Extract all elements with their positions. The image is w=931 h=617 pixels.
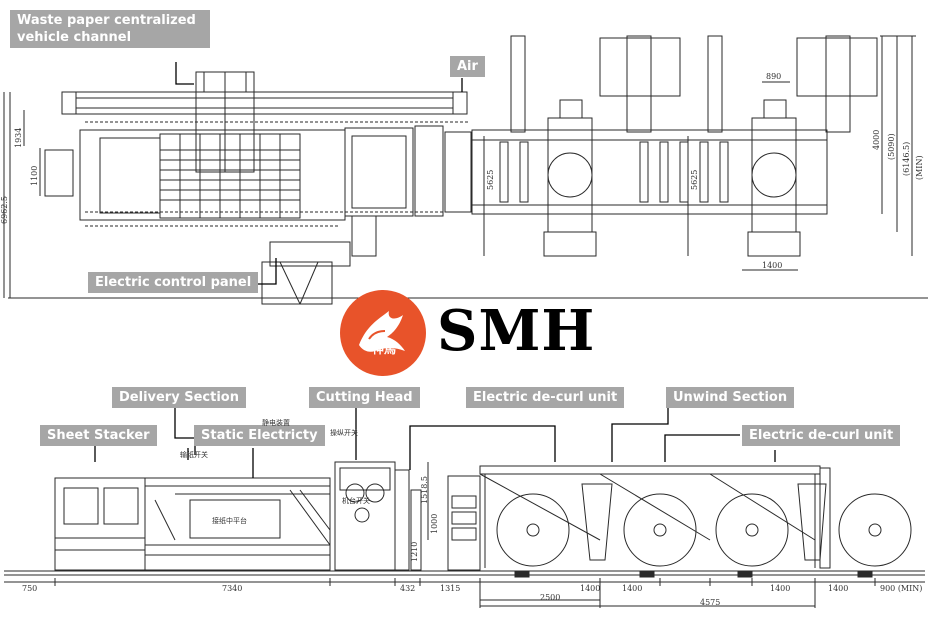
callout-sheet-stacker: Sheet Stacker xyxy=(40,425,157,446)
dim-1000: 1000 xyxy=(430,513,439,534)
dim-5090: (5090) xyxy=(887,133,896,160)
elevation-view xyxy=(4,461,925,608)
dim-890: 890 xyxy=(766,72,782,81)
callout-delivery-section: Delivery Section xyxy=(112,387,246,408)
dim-5625-b: 5625 xyxy=(690,169,699,190)
dim-2500: 2500 xyxy=(540,593,561,602)
dim-1934: 1934 xyxy=(14,127,23,148)
dim-750: 750 xyxy=(22,584,38,593)
dim-min: (MIN) xyxy=(915,155,924,180)
callout-electric-control-panel: Electric control panel xyxy=(88,272,259,293)
dim-1210: 1210 xyxy=(410,541,419,562)
logo-caption: 神馬 xyxy=(372,342,397,356)
dim-1100: 1100 xyxy=(30,165,39,186)
dim-5625-a: 5625 xyxy=(486,169,495,190)
label-feed-switch: 输纸开关 xyxy=(180,451,208,459)
smh-logo-icon xyxy=(340,290,426,376)
dim-1315: 1315 xyxy=(440,584,461,593)
brand-name: SMH xyxy=(437,298,596,364)
label-machine-switch: 机台开关 xyxy=(342,497,370,505)
dim-1518: 1518.5 xyxy=(420,476,429,504)
leader-lines xyxy=(94,62,776,478)
dim-1400-c: 1400 xyxy=(770,584,791,593)
callout-air: Air xyxy=(450,56,485,77)
callout-cutting-head: Cutting Head xyxy=(309,387,420,408)
label-platform: 接纸中平台 xyxy=(212,517,247,525)
dim-1400-plan: 1400 xyxy=(762,261,783,270)
dim-432: 432 xyxy=(400,584,416,593)
dim-6146: (6146.5) xyxy=(902,141,911,176)
dim-7340: 7340 xyxy=(222,584,243,593)
dim-1400-a: 1400 xyxy=(580,584,601,593)
dim-900-min: 900 (MIN) xyxy=(880,584,923,593)
dim-1400-b: 1400 xyxy=(622,584,643,593)
callout-static-electricity: Static Electricty xyxy=(194,425,325,446)
callout-electric-decurl-unit-right: Electric de-curl unit xyxy=(742,425,901,446)
callout-electric-decurl-unit: Electric de-curl unit xyxy=(466,387,625,408)
callout-waste-paper-channel: Waste paper centralized vehicle channel xyxy=(10,10,210,48)
plan-view xyxy=(3,35,928,305)
label-static-device: 静电装置 xyxy=(262,419,290,427)
dim-1400-d: 1400 xyxy=(828,584,849,593)
callout-unwind-section: Unwind Section xyxy=(666,387,795,408)
label-control-switch: 操纵开关 xyxy=(330,429,358,437)
dim-4575: 4575 xyxy=(700,598,721,607)
dim-4000: 4000 xyxy=(872,129,881,150)
dim-6962: 6962.5 xyxy=(0,196,9,224)
